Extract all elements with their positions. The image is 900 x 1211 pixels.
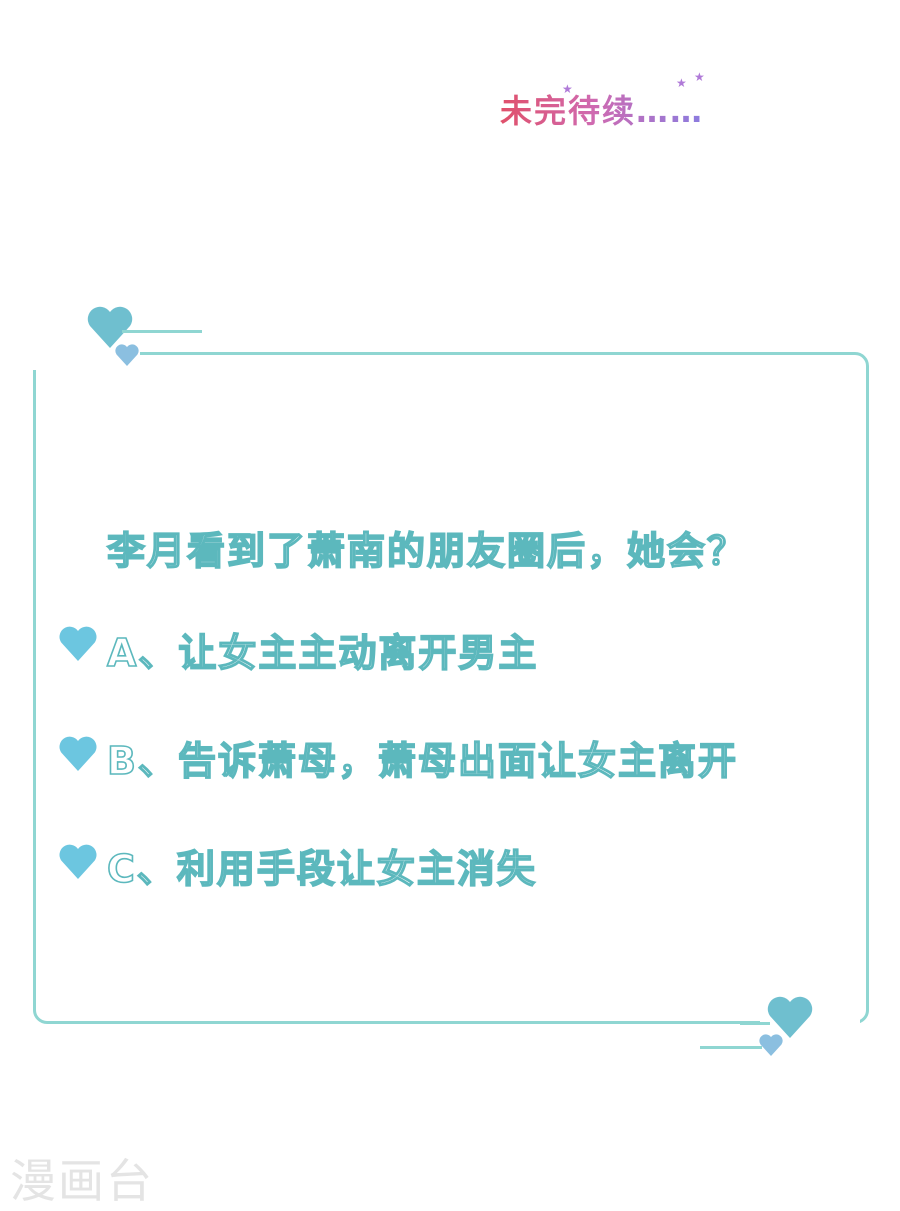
heart-icon [759,1034,783,1056]
heart-icon [767,996,813,1038]
poll-option-c[interactable]: C、利用手段让女主消失 [106,846,537,892]
star-icon: ★ [694,70,705,84]
decor-line [140,352,260,355]
poll-option-a[interactable]: A、让女主主动离开男主 [106,630,539,676]
star-icon: ★ [676,76,687,90]
heart-icon [59,626,97,661]
to-be-continued-text: 未完待续…… [500,86,704,132]
heart-icon [59,736,97,771]
heart-icon [115,344,139,366]
poll-frame [33,352,869,1024]
poll-question: 李月看到了萧南的朋友圈后，她会？ [106,528,748,574]
watermark: 漫画台 [10,1154,154,1208]
heart-icon [87,306,133,348]
heart-icon [59,844,97,879]
decor-line [122,330,202,333]
star-icon: ★ [562,82,573,96]
decor-line [740,1022,770,1025]
poll-option-b[interactable]: B、告诉萧母，萧母出面让女主离开 [106,738,738,784]
decor-line [700,1046,762,1049]
